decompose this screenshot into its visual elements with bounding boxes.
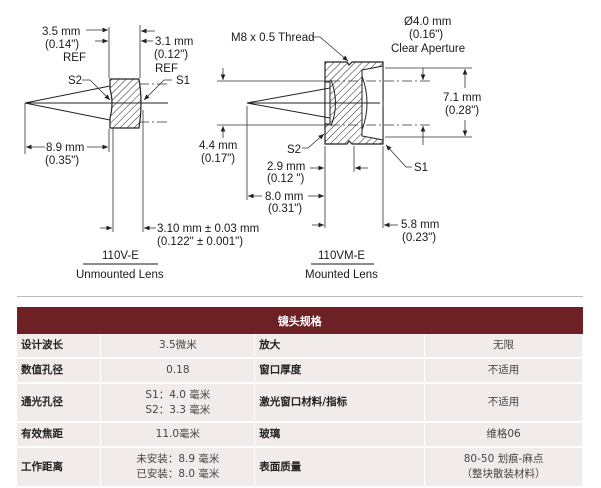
spec-label: 通光孔径 xyxy=(17,383,102,423)
spec-value: 不适用 xyxy=(424,358,583,384)
table-title: 镜头规格 xyxy=(17,307,583,334)
spec-value: 0.18 xyxy=(100,358,256,384)
lens-drawings: 3.5 mm (0.14") REF 3.1 mm (0.12") REF S2… xyxy=(24,16,481,281)
spec-value-text: 3.5微米 xyxy=(159,339,197,351)
spec-label-text: 放大 xyxy=(259,339,281,351)
spec-label: 窗口厚度 xyxy=(254,358,426,384)
part-number: 110VM-E xyxy=(318,250,365,262)
spec-label: 玻璃 xyxy=(254,422,426,448)
outer-in: (0.28") xyxy=(445,105,479,117)
ref-left-mm: 3.5 mm xyxy=(42,26,80,38)
spec-label: 设计波长 xyxy=(17,334,102,359)
spec-label-text: 设计波长 xyxy=(21,339,63,351)
spec-label-text: 窗口厚度 xyxy=(259,364,302,376)
beam-in: (0.17") xyxy=(201,153,235,165)
spec-value-text: S2：3.3 毫米 xyxy=(145,403,211,416)
wd-in: (0.35") xyxy=(45,155,79,167)
s1-label: S1 xyxy=(176,75,190,87)
thickness-mm: 3.10 mm ± 0.03 mm xyxy=(157,223,259,235)
outer-mm: 7.1 mm xyxy=(443,92,481,104)
spec-value: 3.5微米 xyxy=(100,334,256,359)
table-row: 数值孔径 0.18 窗口厚度 不适用 xyxy=(17,358,583,384)
unmounted-lens-drawing: 3.5 mm (0.14") REF 3.1 mm (0.12") REF S2… xyxy=(24,25,259,281)
caption: Mounted Lens xyxy=(305,269,378,281)
spec-value-text: 11.0毫米 xyxy=(155,428,201,440)
length-in: (0.23") xyxy=(402,232,436,244)
spec-label: 数值孔径 xyxy=(17,358,102,384)
beam-mm: 4.4 mm xyxy=(199,140,237,152)
part-number: 110V-E xyxy=(102,250,139,262)
table-row: 有效焦距 11.0毫米 玻璃 维格06 xyxy=(17,422,583,448)
spec-value-text: 不适用 xyxy=(487,396,520,408)
ref-right-mm: 3.1 mm xyxy=(155,36,193,48)
caption: Unmounted Lens xyxy=(76,269,164,281)
wd-mm: 8.9 mm xyxy=(46,142,84,154)
spec-label-text: 工作距离 xyxy=(21,460,63,473)
spec-value: 未安装：8.9 毫米已安装：8.0 毫米 xyxy=(100,447,256,488)
s2-label: S2 xyxy=(287,144,301,156)
length-mm: 5.8 mm xyxy=(401,219,439,231)
table-row: 设计波长 3.5微米 放大 无限 xyxy=(17,334,583,359)
spec-label-text: 玻璃 xyxy=(259,428,281,440)
spec-value: 11.0毫米 xyxy=(100,422,256,448)
spec-value: 维格06 xyxy=(424,422,583,448)
spec-value: S1：4.0 毫米 S2：3.3 毫米 xyxy=(100,383,256,423)
spec-label-text: 激光窗口材料/指标 xyxy=(259,396,348,408)
offset-in: (0.12 ") xyxy=(267,173,304,185)
s1-label: S1 xyxy=(414,162,428,174)
s2-label: S2 xyxy=(68,75,82,87)
spec-value-text: 无限 xyxy=(493,339,515,351)
thickness-in: (0.122" ± 0.001") xyxy=(157,236,243,248)
ref-left-label: REF xyxy=(63,52,86,64)
spec-label: 工作距离 xyxy=(17,447,102,488)
spec-label-text: 通光孔径 xyxy=(21,396,63,408)
mounted-lens-drawing: M8 x 0.5 Thread Ø4.0 mm (0.16") Clear Ap… xyxy=(199,16,481,281)
spec-value-text: 不适用 xyxy=(487,364,520,376)
ref-left-in: (0.14") xyxy=(45,39,79,51)
spec-label: 放大 xyxy=(254,334,426,359)
thread-label: M8 x 0.5 Thread xyxy=(231,32,315,44)
table-row: 通光孔径 S1：4.0 毫米 S2：3.3 毫米 激光窗口材料/指标 不适用 xyxy=(17,383,583,423)
ref-right-label: REF xyxy=(155,63,178,75)
spec-label: 有效焦距 xyxy=(17,422,102,448)
spec-value-text: （整块散装材料） xyxy=(461,468,546,480)
wd-in: (0.31") xyxy=(268,203,302,215)
spec-label-text: 数值孔径 xyxy=(21,364,63,376)
ca-mm: Ø4.0 mm xyxy=(404,16,451,28)
wd-mm: 8.0 mm xyxy=(265,191,303,203)
ca-in: (0.16") xyxy=(409,29,443,41)
divider xyxy=(17,296,583,297)
spec-value-text: 维格06 xyxy=(486,428,521,440)
spec-label-text: 表面质量 xyxy=(259,460,302,473)
ref-right-in: (0.12") xyxy=(154,49,188,61)
spec-value-text: 80-50 划痕-麻点 xyxy=(463,453,544,465)
spec-value-text: 已安装：8.0 毫米 xyxy=(136,468,220,480)
spec-value-text: 未安装：8.9 毫米 xyxy=(136,453,220,465)
spec-label: 激光窗口材料/指标 xyxy=(254,383,426,423)
spec-label-text: 有效焦距 xyxy=(21,428,63,440)
spec-value: 无限 xyxy=(424,334,583,359)
offset-mm: 2.9 mm xyxy=(267,161,305,173)
spec-value: 80-50 划痕-麻点 （整块散装材料） xyxy=(424,447,583,488)
spec-value-text: S1：4.0 毫米 xyxy=(145,388,211,401)
ca-label: Clear Aperture xyxy=(391,43,465,55)
spec-label: 表面质量 xyxy=(254,447,426,488)
spec-value: 不适用 xyxy=(424,383,583,423)
spec-value-text: 0.18 xyxy=(166,364,190,376)
